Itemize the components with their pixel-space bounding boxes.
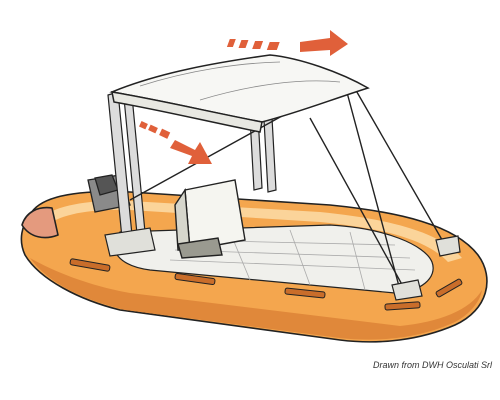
- hull-bow-cone: [21, 206, 59, 239]
- hull-highlight: [40, 200, 462, 262]
- arrow-middle: [139, 121, 212, 164]
- bimini-canopy: [109, 54, 370, 133]
- seat-box: [174, 179, 246, 259]
- hull-shadow: [30, 258, 482, 340]
- illustration-credit: Drawn from DWH Osculati Srl: [372, 360, 492, 370]
- arrow-top: [226, 30, 348, 56]
- direction-arrows: [139, 30, 348, 164]
- bimini-frame: [107, 91, 277, 239]
- mount-fittings: [104, 227, 461, 301]
- hull-strips: [69, 258, 463, 311]
